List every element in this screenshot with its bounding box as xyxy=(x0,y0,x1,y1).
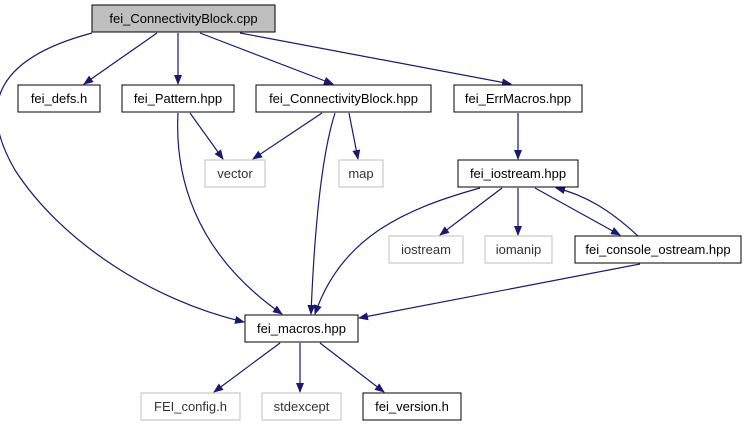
edge-macros-to-config xyxy=(213,342,281,393)
edge-macros-to-version xyxy=(319,342,385,393)
node-label: iomanip xyxy=(496,242,542,257)
edge-console-to-iostreamhpp xyxy=(555,186,639,237)
node-defs[interactable]: fei_defs.h xyxy=(17,84,101,113)
node-vector: vector xyxy=(204,159,266,188)
node-iostream: iostream xyxy=(388,235,464,264)
edge-pattern-to-macros xyxy=(177,112,283,315)
node-box xyxy=(574,235,742,264)
edge-console-to-macros xyxy=(358,263,641,321)
edge-cbhpp-to-vector xyxy=(252,112,323,160)
node-errmacros[interactable]: fei_ErrMacros.hpp xyxy=(453,84,583,113)
node-iomanip: iomanip xyxy=(484,235,553,264)
node-label: fei_ConnectivityBlock.cpp xyxy=(109,11,257,26)
node-version[interactable]: fei_version.h xyxy=(362,392,462,421)
edge-cbhpp-to-map xyxy=(348,112,361,160)
node-iostreamhpp[interactable]: fei_iostream.hpp xyxy=(457,159,579,188)
node-box xyxy=(388,235,464,264)
node-box xyxy=(261,392,342,421)
node-box xyxy=(484,235,553,264)
edge-iostreamhpp-to-macros xyxy=(314,187,481,315)
node-box xyxy=(17,84,101,113)
edge-iostreamhpp-to-console xyxy=(534,187,621,236)
node-label: FEI_config.h xyxy=(154,399,227,414)
node-label: fei_console_ostream.hpp xyxy=(585,242,730,257)
node-label: fei_macros.hpp xyxy=(257,321,346,336)
node-root[interactable]: fei_ConnectivityBlock.cpp xyxy=(91,4,276,33)
node-box xyxy=(140,392,241,421)
node-box xyxy=(204,159,266,188)
node-box xyxy=(453,84,583,113)
edge-root-to-errmacros xyxy=(239,32,512,87)
node-label: map xyxy=(348,166,373,181)
nodes: fei_ConnectivityBlock.cpp fei_defs.h fei_P… xyxy=(17,4,742,421)
edge-root-to-macros xyxy=(0,32,245,324)
node-label: fei_defs.h xyxy=(31,91,87,106)
edge-root-to-cbhpp xyxy=(199,32,334,85)
node-stdexcept: stdexcept xyxy=(261,392,342,421)
node-label: fei_ConnectivityBlock.hpp xyxy=(269,91,418,106)
node-map: map xyxy=(338,159,384,188)
edge-root-to-defs xyxy=(83,32,158,85)
node-label: fei_Pattern.hpp xyxy=(134,91,222,106)
node-box xyxy=(121,84,235,113)
node-cbhpp[interactable]: fei_ConnectivityBlock.hpp xyxy=(255,84,432,113)
node-box xyxy=(91,4,276,33)
node-label: fei_ErrMacros.hpp xyxy=(465,91,571,106)
node-label: fei_version.h xyxy=(375,399,449,414)
edge-cbhpp-to-macros xyxy=(307,112,336,315)
node-box xyxy=(338,159,384,188)
edge-iostreamhpp-to-iostream xyxy=(439,187,503,236)
node-console[interactable]: fei_console_ostream.hpp xyxy=(574,235,742,264)
node-box xyxy=(362,392,462,421)
node-config: FEI_config.h xyxy=(140,392,241,421)
node-label: stdexcept xyxy=(274,399,330,414)
edge-pattern-to-vector xyxy=(189,112,224,160)
node-label: vector xyxy=(217,166,253,181)
node-label: iostream xyxy=(401,242,451,257)
node-pattern[interactable]: fei_Pattern.hpp xyxy=(121,84,235,113)
node-box xyxy=(244,314,359,343)
node-box xyxy=(457,159,579,188)
node-label: fei_iostream.hpp xyxy=(470,166,566,181)
node-macros[interactable]: fei_macros.hpp xyxy=(244,314,359,343)
edges xyxy=(0,32,641,393)
node-box xyxy=(255,84,432,113)
